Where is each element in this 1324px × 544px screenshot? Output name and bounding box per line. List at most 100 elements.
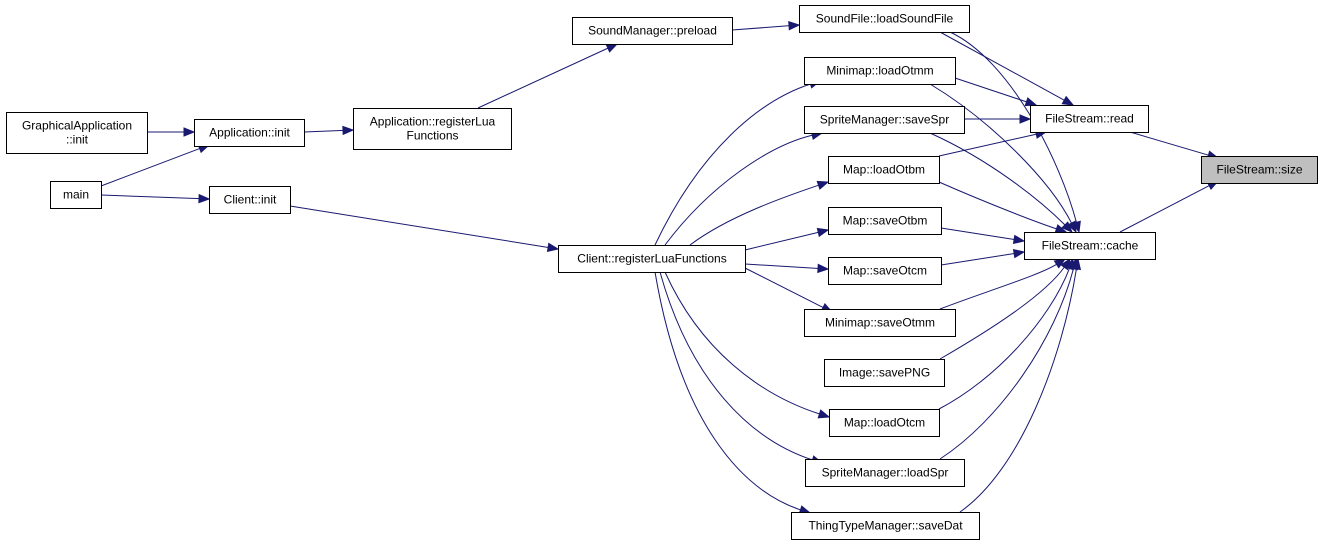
node-label: Functions <box>406 129 458 143</box>
node-box[interactable] <box>558 245 746 273</box>
node-client-init[interactable]: Client::init <box>209 186 291 214</box>
node-sound-file-load-sound-file[interactable]: SoundFile::loadSoundFile <box>799 5 970 33</box>
edge-client-register-lua-functions-to-thing-type-manager-save-dat <box>654 271 812 515</box>
node-main[interactable]: main <box>50 181 102 209</box>
edge-map-load-otcm-to-file-stream-cache <box>938 257 1074 410</box>
node-box[interactable] <box>194 119 305 147</box>
edge-sound-file-load-sound-file-to-file-stream-read <box>939 31 1075 106</box>
node-box[interactable] <box>50 181 102 209</box>
node-label: Map::loadOtcm <box>844 416 925 430</box>
node-box[interactable] <box>828 207 942 235</box>
node-map-save-otbm[interactable]: Map::saveOtbm <box>828 207 942 235</box>
node-label: ThingTypeManager::saveDat <box>808 519 963 533</box>
edge-line <box>689 184 820 246</box>
edge-sprite-manager-load-spr-to-file-stream-cache <box>939 257 1078 460</box>
edge-line <box>659 271 814 461</box>
edge-minimap-load-otmm-to-file-stream-cache <box>929 83 1077 234</box>
node-application-register-lua-functions[interactable]: Application::registerLuaFunctions <box>353 108 512 150</box>
node-box[interactable] <box>805 459 965 487</box>
arrowhead <box>816 227 830 238</box>
node-box[interactable] <box>209 186 291 214</box>
node-box[interactable] <box>6 112 148 154</box>
node-thing-type-manager-save-dat[interactable]: ThingTypeManager::saveDat <box>791 512 980 540</box>
node-label: SpriteManager::loadSpr <box>822 466 949 480</box>
node-box[interactable] <box>804 309 956 337</box>
node-map-load-otcm[interactable]: Map::loadOtcm <box>829 409 940 437</box>
edge-line <box>939 266 1066 360</box>
node-box[interactable] <box>353 108 512 150</box>
node-client-register-lua-functions[interactable]: Client::registerLuaFunctions <box>558 245 746 273</box>
node-box[interactable] <box>1024 232 1156 260</box>
node-minimap-load-otmm[interactable]: Minimap::loadOtmm <box>804 57 956 85</box>
node-graphical-application-init[interactable]: GraphicalApplication::init <box>6 112 148 154</box>
edge-line <box>938 133 1038 157</box>
node-minimap-save-otmm[interactable]: Minimap::saveOtmm <box>804 309 956 337</box>
node-box[interactable] <box>804 106 965 134</box>
node-label: Minimap::loadOtmm <box>826 64 933 78</box>
node-box[interactable] <box>572 17 733 45</box>
edge-client-register-lua-functions-to-sprite-manager-save-spr <box>664 130 824 246</box>
node-map-save-otcm[interactable]: Map::saveOtcm <box>828 257 942 285</box>
node-label: Application::registerLua <box>370 115 496 129</box>
edge-minimap-load-otmm-to-file-stream-read <box>954 77 1038 107</box>
arrowhead <box>546 242 560 253</box>
edge-application-init-to-application-register-lua-functions <box>303 125 355 136</box>
node-box[interactable] <box>799 5 970 33</box>
arrowhead <box>1067 220 1077 234</box>
edge-graphical-application-init-to-application-init <box>147 127 196 137</box>
node-box[interactable] <box>1201 156 1318 184</box>
node-application-init[interactable]: Application::init <box>194 119 305 147</box>
node-label: FileStream::read <box>1045 112 1134 126</box>
node-box[interactable] <box>791 512 980 540</box>
arrowhead <box>816 180 830 190</box>
edge-line <box>303 129 345 133</box>
node-label: Map::saveOtbm <box>843 214 928 228</box>
edge-line <box>664 134 814 246</box>
edge-client-register-lua-functions-to-minimap-save-otmm <box>744 267 834 313</box>
arrowhead <box>342 125 355 136</box>
arrowhead <box>1071 257 1082 271</box>
edge-client-register-lua-functions-to-sprite-manager-load-spr <box>659 271 824 465</box>
node-box[interactable] <box>1030 105 1149 133</box>
arrowhead <box>1024 97 1038 107</box>
edge-line <box>654 83 812 246</box>
node-image-save-png[interactable]: Image::savePNG <box>824 359 945 387</box>
node-label: Client::init <box>224 193 277 207</box>
edge-application-register-lua-functions-to-sound-manager-preload <box>477 43 619 109</box>
edge-client-register-lua-functions-to-map-load-otcm <box>664 271 831 419</box>
node-sound-manager-preload[interactable]: SoundManager::preload <box>572 17 733 45</box>
edge-line <box>949 31 1078 224</box>
edge-line <box>744 267 825 309</box>
node-file-stream-read[interactable]: FileStream::read <box>1030 105 1149 133</box>
node-map-load-otbm[interactable]: Map::loadOtbm <box>828 156 940 184</box>
node-box[interactable] <box>829 409 940 437</box>
node-box[interactable] <box>824 359 945 387</box>
arrowhead <box>1053 258 1067 269</box>
node-label: main <box>63 188 89 202</box>
edge-client-register-lua-functions-to-minimap-load-otmm <box>654 79 822 246</box>
node-label: FileStream::cache <box>1042 239 1139 253</box>
node-box[interactable] <box>828 156 940 184</box>
edge-line <box>1129 131 1210 156</box>
node-label: Application::init <box>209 126 290 140</box>
edge-sprite-manager-save-spr-to-file-stream-read <box>964 114 1032 124</box>
node-sprite-manager-save-spr[interactable]: SpriteManager::saveSpr <box>804 106 965 134</box>
arrowhead <box>1019 114 1032 124</box>
node-file-stream-size[interactable]: FileStream::size <box>1201 156 1318 184</box>
node-box[interactable] <box>828 257 942 285</box>
edge-sound-manager-preload-to-sound-file-load-sound-file <box>731 21 801 31</box>
node-box[interactable] <box>804 57 956 85</box>
edge-client-register-lua-functions-to-map-save-otcm <box>744 263 830 274</box>
edge-line <box>654 271 802 511</box>
node-label: Map::saveOtcm <box>843 264 927 278</box>
node-label: SoundManager::preload <box>588 24 717 38</box>
edge-line <box>731 25 791 31</box>
edge-map-load-otbm-to-file-stream-read <box>938 129 1048 157</box>
node-label: Image::savePNG <box>839 366 930 380</box>
edge-line <box>1119 184 1211 233</box>
node-sprite-manager-load-spr[interactable]: SpriteManager::loadSpr <box>805 459 965 487</box>
arrowhead <box>605 43 619 53</box>
node-file-stream-cache[interactable]: FileStream::cache <box>1024 232 1156 260</box>
edge-line <box>938 181 1058 230</box>
